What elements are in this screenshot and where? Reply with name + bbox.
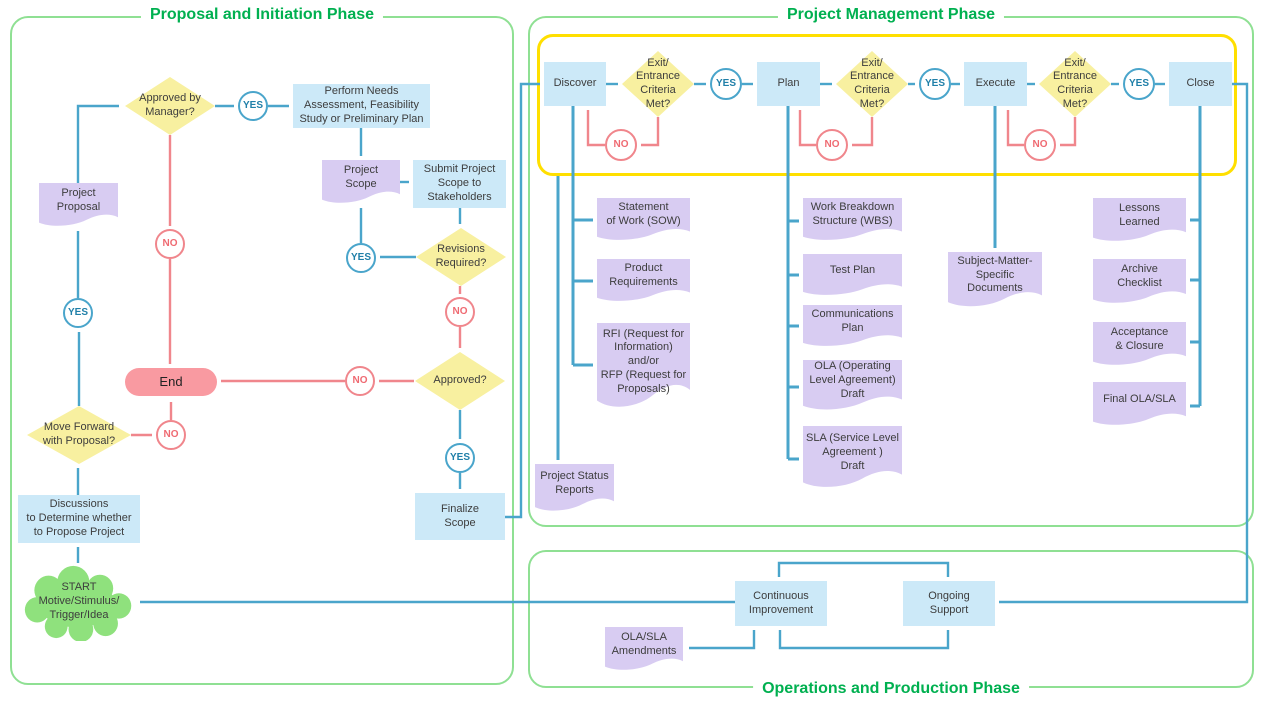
phase-title-management: Project Management Phase bbox=[777, 6, 1005, 24]
edge-no3-to-execute bbox=[1006, 110, 1024, 147]
document-shape bbox=[597, 259, 690, 301]
panel-operations-production: Operations and Production Phase bbox=[528, 550, 1254, 698]
document-shape bbox=[803, 254, 902, 295]
edge-loop-bottom-to-improvement bbox=[778, 630, 864, 650]
document-shape bbox=[803, 305, 902, 346]
node-project-scope: Project Scope bbox=[322, 160, 400, 205]
connector-yes-approved: YES bbox=[445, 443, 475, 473]
edge-loop-top-to-improvement bbox=[777, 561, 863, 577]
edge-loop-bottom-to-support bbox=[864, 630, 950, 650]
document-shape bbox=[322, 160, 400, 203]
document-shape bbox=[803, 426, 902, 487]
connector-no-2: NO bbox=[816, 129, 848, 161]
connector-yes-1: YES bbox=[710, 68, 742, 100]
connector-no-forward: NO bbox=[156, 420, 186, 450]
connector-no-3: NO bbox=[1024, 129, 1056, 161]
node-communications-plan: Communications Plan bbox=[803, 305, 902, 348]
node-lessons-learned: Lessons Learned bbox=[1093, 198, 1186, 243]
edge-amendments-to-improvement bbox=[720, 630, 756, 650]
node-discover: Discover bbox=[544, 62, 606, 106]
edge-proposal-to-manager bbox=[76, 104, 119, 183]
connector-yes-manager: YES bbox=[238, 91, 268, 121]
node-rfi-rfp: RFI (Request for Information) and/or RFP… bbox=[597, 323, 690, 411]
node-exit-criteria-1: Exit/ Entrance Criteria Met? bbox=[622, 51, 694, 117]
document-shape bbox=[597, 323, 690, 407]
node-exit-criteria-3: Exit/ Entrance Criteria Met? bbox=[1039, 51, 1111, 117]
node-move-forward: Move Forward with Proposal? bbox=[27, 406, 131, 464]
connector-yes-forward: YES bbox=[63, 298, 93, 328]
edge-close-to-ongoing-support bbox=[999, 82, 1249, 604]
node-project-proposal: Project Proposal bbox=[39, 183, 118, 228]
document-shape bbox=[535, 464, 614, 511]
node-approved-by-manager: Approved by Manager? bbox=[125, 77, 215, 135]
phase-title-operations: Operations and Production Phase bbox=[753, 680, 1029, 698]
node-close: Close bbox=[1169, 62, 1232, 106]
phase-title-proposal: Proposal and Initiation Phase bbox=[140, 6, 384, 24]
document-feed-edges bbox=[556, 106, 1202, 461]
document-shape bbox=[803, 360, 902, 410]
connector-yes-3: YES bbox=[1123, 68, 1155, 100]
connector-no-revisions: NO bbox=[445, 297, 475, 327]
node-archive-checklist: Archive Checklist bbox=[1093, 259, 1186, 305]
document-shape bbox=[39, 183, 118, 226]
red-reject-edges bbox=[131, 110, 1077, 437]
node-revisions-required: Revisions Required? bbox=[416, 228, 506, 286]
edge-criteria2-to-no2 bbox=[852, 117, 874, 147]
node-final-ola-sla: Final OLA/SLA bbox=[1093, 382, 1186, 427]
node-submit-scope: Submit Project Scope to Stakeholders bbox=[413, 160, 506, 208]
node-status-reports: Project Status Reports bbox=[535, 464, 614, 513]
document-shape bbox=[1093, 198, 1186, 241]
node-end: End bbox=[125, 368, 217, 396]
document-shape bbox=[597, 198, 690, 240]
edge-criteria3-to-no3 bbox=[1060, 117, 1077, 147]
document-shape bbox=[1093, 259, 1186, 303]
node-wbs: Work Breakdown Structure (WBS) bbox=[803, 198, 902, 242]
document-shape bbox=[605, 627, 683, 670]
document-shape bbox=[803, 198, 902, 240]
node-exit-criteria-2: Exit/ Entrance Criteria Met? bbox=[836, 51, 908, 117]
node-perform-needs: Perform Needs Assessment, Feasibility St… bbox=[293, 84, 430, 128]
teal-flow-edges bbox=[76, 82, 1249, 650]
node-approved: Approved? bbox=[415, 352, 505, 410]
cloud-shape bbox=[24, 565, 132, 641]
node-ola-draft: OLA (Operating Level Agreement) Draft bbox=[803, 360, 902, 412]
node-ongoing-support: Ongoing Support bbox=[903, 581, 995, 626]
document-shape bbox=[948, 252, 1042, 307]
panel-proposal-initiation: Proposal and Initiation Phase bbox=[10, 6, 514, 685]
node-subject-matter-docs: Subject-Matter- Specific Documents bbox=[948, 252, 1042, 309]
edge-no1-to-discover bbox=[586, 110, 605, 147]
edge-criteria1-to-no1 bbox=[641, 117, 660, 147]
panel-project-management: Project Management Phase bbox=[528, 6, 1254, 527]
node-execute: Execute bbox=[964, 62, 1027, 106]
edge-finalize-to-discover bbox=[505, 82, 540, 519]
node-acceptance-closure: Acceptance & Closure bbox=[1093, 322, 1186, 367]
document-shape bbox=[1093, 382, 1186, 425]
connector-no-manager: NO bbox=[155, 229, 185, 259]
iteration-loop-box bbox=[537, 34, 1237, 176]
edge-no2-to-plan bbox=[798, 110, 816, 147]
edge-loop-top-to-support bbox=[863, 561, 950, 577]
node-test-plan: Test Plan bbox=[803, 254, 902, 297]
connector-no-1: NO bbox=[605, 129, 637, 161]
node-plan: Plan bbox=[757, 62, 820, 106]
node-finalize-scope: Finalize Scope bbox=[415, 493, 505, 540]
connector-yes-revisions: YES bbox=[346, 243, 376, 273]
node-continuous-improvement: Continuous Improvement bbox=[735, 581, 827, 626]
node-start-cloud: START Motive/Stimulus/ Trigger/Idea bbox=[22, 563, 136, 641]
node-ola-sla-amendments: OLA/SLA Amendments bbox=[605, 627, 683, 672]
node-discussions: Discussions to Determine whether to Prop… bbox=[18, 495, 140, 543]
document-shape bbox=[1093, 322, 1186, 365]
node-sow: Statement of Work (SOW) bbox=[597, 198, 690, 242]
node-sla-draft: SLA (Service Level Agreement ) Draft bbox=[803, 426, 902, 490]
connector-no-approved: NO bbox=[345, 366, 375, 396]
node-product-requirements: Product Requirements bbox=[597, 259, 690, 303]
connector-yes-2: YES bbox=[919, 68, 951, 100]
